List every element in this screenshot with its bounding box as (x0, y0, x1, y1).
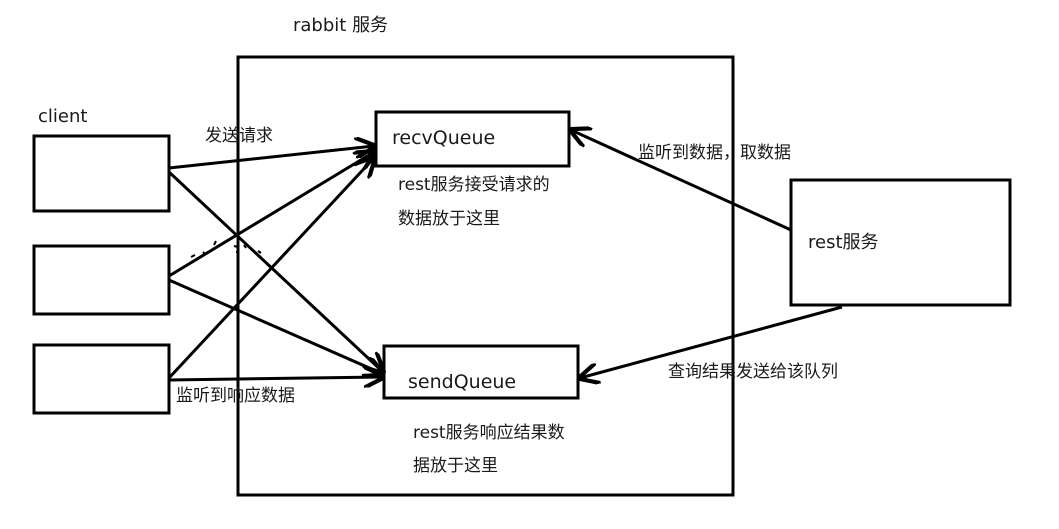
rabbit-service-title: rabbit 服务 (293, 15, 389, 36)
client-box-2 (32, 244, 171, 316)
scribble-mark (190, 240, 262, 258)
rest-service-box (789, 178, 1012, 307)
edge-client3-to-send (168, 377, 383, 380)
recv-note-line2: 数据放于这里 (398, 209, 500, 229)
edge-client1-to-send (167, 170, 383, 372)
edge-client2-to-recv (168, 152, 374, 278)
send-queue-box (382, 344, 580, 400)
edge-rest-to-recv (571, 130, 792, 232)
rest-service-label: rest服务 (808, 232, 879, 253)
recv-note-line1: rest服务接受请求的 (398, 175, 550, 195)
send-note-line1: rest服务响应结果数 (413, 423, 565, 443)
send-request-label: 发送请求 (205, 126, 273, 146)
edge-client1-to-recv (168, 146, 374, 170)
listen-response-label: 监听到响应数据 (176, 386, 295, 406)
client-label: client (38, 106, 88, 127)
query-send-label: 查询结果发送给该队列 (668, 362, 838, 382)
listen-fetch-label: 监听到数据，取数据 (638, 143, 791, 163)
send-note-line2: 据放于这里 (413, 456, 498, 476)
rabbit-service-container (236, 55, 735, 497)
client-box-3 (32, 343, 171, 415)
send-queue-label: sendQueue (408, 371, 517, 393)
client-box-1 (32, 134, 171, 213)
edge-client2-to-send (168, 278, 383, 374)
edge-rest-to-send (580, 305, 843, 378)
recv-queue-label: recvQueue (392, 127, 496, 149)
